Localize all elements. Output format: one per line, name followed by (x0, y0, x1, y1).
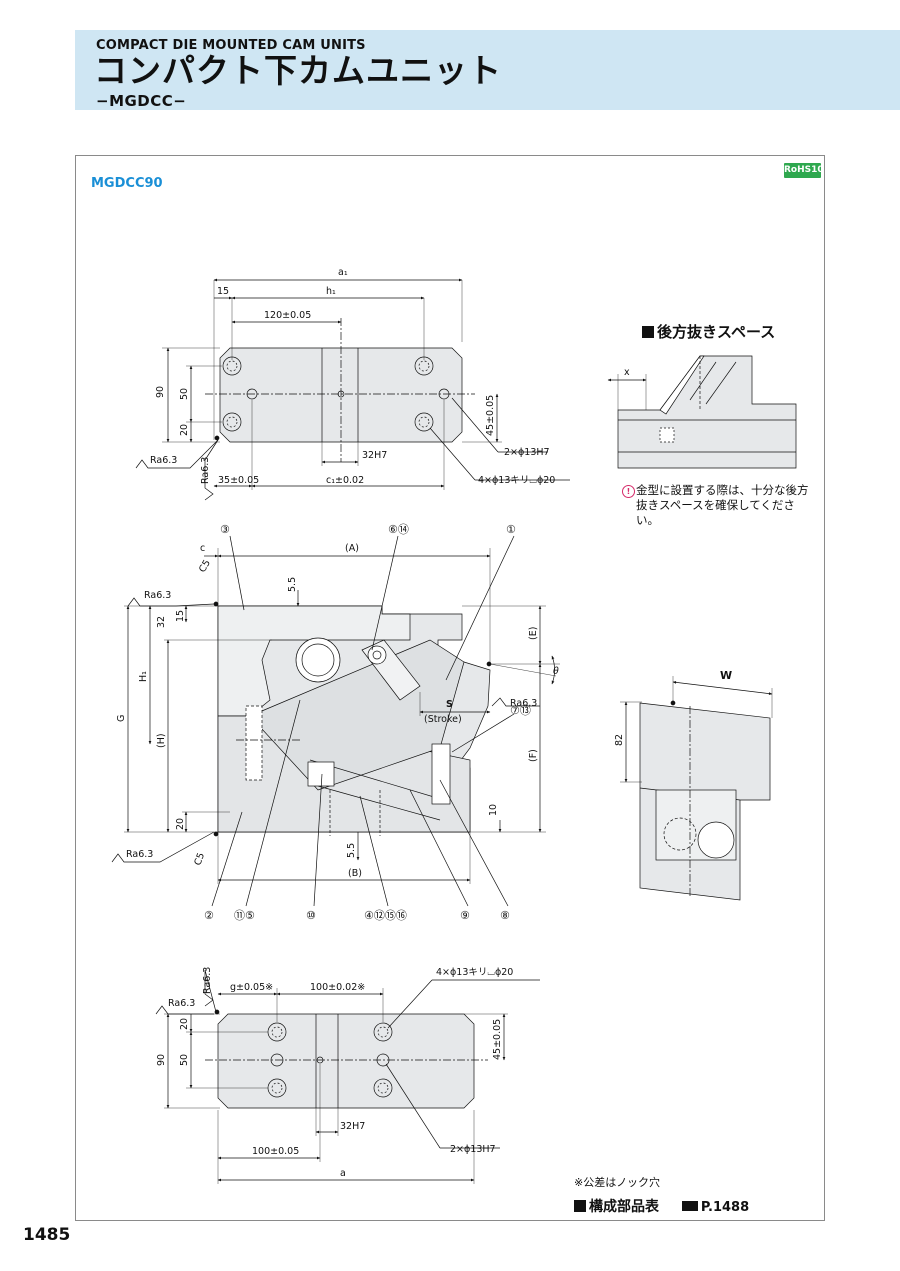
front-dim-G: G (116, 715, 127, 722)
front-dim-H1: H₁ (138, 671, 149, 682)
side-view (620, 676, 773, 901)
parts-page-ref[interactable]: P.1488 (681, 1200, 750, 1215)
top-dim-15: 15 (217, 286, 229, 297)
parts-list-label: 構成部品表 (589, 1199, 659, 1215)
side-dim-82: 82 (614, 734, 625, 746)
top-dim-a1: a₁ (338, 267, 348, 278)
back-space-note: ! 金型に設置する際は、十分な後方抜きスペースを確保してください。 (622, 483, 812, 528)
bottom-dim-50: 50 (179, 1054, 190, 1066)
bottom-dim-32h7: 32H7 (340, 1121, 365, 1132)
front-dim-c: c (200, 543, 205, 554)
balloon-11-5: ⑪⑤ (234, 909, 255, 922)
front-dim-A: (A) (345, 543, 359, 554)
balloon-2: ② (204, 909, 214, 922)
balloon-10: ⑩ (306, 909, 316, 922)
front-ra-1: Ra6.3 (144, 590, 171, 601)
balloon-6-14: ⑥⑭ (388, 523, 409, 536)
bottom-ra-2: Ra6.3 (168, 998, 195, 1009)
top-dim-32h7: 32H7 (362, 450, 387, 461)
rohs-badge: RoHS10 (784, 163, 824, 178)
header-subtitle-en: COMPACT DIE MOUNTED CAM UNITS (96, 38, 366, 53)
front-dim-H: (H) (156, 733, 167, 748)
top-dim-h1: h₁ (326, 286, 336, 297)
model-label: MGDCC90 (91, 176, 163, 191)
front-dim-20: 20 (175, 818, 186, 830)
top-dim-45: 45±0.05 (485, 395, 496, 436)
bottom-view (155, 969, 540, 1184)
balloon-1: ① (506, 523, 516, 536)
bottom-dim-100-05: 100±0.05 (252, 1146, 299, 1157)
back-space-note-text: 金型に設置する際は、十分な後方抜きスペースを確保してください。 (636, 483, 809, 527)
front-dim-E: (E) (528, 627, 539, 640)
page-number: 1485 (23, 1225, 71, 1245)
top-view (135, 278, 570, 501)
front-view (111, 535, 560, 907)
front-dim-F: (F) (528, 749, 539, 762)
square-bullet-icon (574, 1200, 586, 1212)
back-space-diagram (607, 355, 797, 469)
back-space-title: 後方抜きスペース (642, 321, 775, 342)
front-dim-c5-bottom: C5 (192, 851, 207, 867)
top-dim-2x13h7: 2×ϕ13H7 (504, 447, 550, 458)
front-dim-5-5-bottom: 5.5 (346, 843, 357, 858)
bottom-dim-4x13: 4×ϕ13キリ⌴ϕ20 (436, 967, 513, 978)
front-dim-5-5-top: 5.5 (287, 577, 298, 592)
page-reference-icon (681, 1201, 698, 1211)
front-dim-15: 15 (175, 610, 186, 622)
front-ra-3: Ra6.3 (510, 698, 537, 709)
top-dim-c1: c₁±0.02 (326, 475, 364, 486)
front-dim-10: 10 (488, 804, 499, 816)
front-dim-B: (B) (348, 868, 362, 879)
parts-page-ref-text: P.1488 (700, 1200, 750, 1215)
top-dim-90: 90 (155, 386, 166, 398)
top-dim-50: 50 (179, 388, 190, 400)
bottom-dim-90: 90 (156, 1054, 167, 1066)
parts-list-link[interactable]: 構成部品表 P.1488 (574, 1196, 749, 1216)
bottom-dim-100-02: 100±0.02※ (310, 982, 365, 993)
top-dim-20: 20 (179, 424, 190, 436)
front-dim-theta: θ (553, 666, 559, 677)
bottom-dim-a: a (340, 1168, 346, 1179)
page-header: COMPACT DIE MOUNTED CAM UNITS コンパクト下カムユニ… (75, 30, 900, 110)
drawing-frame (75, 155, 825, 1221)
header-title-jp: コンパクト下カムユニット (94, 51, 502, 90)
front-dim-32: 32 (156, 616, 167, 628)
bottom-dim-45: 45±0.05 (492, 1019, 503, 1060)
side-dim-w: W (720, 669, 732, 682)
front-dim-stroke: (Stroke) (424, 714, 462, 725)
front-ra-2: Ra6.3 (126, 849, 153, 860)
balloon-9: ⑨ (460, 909, 470, 922)
balloon-7-13: ⑦⑬ (510, 704, 531, 717)
back-space-x: x (624, 367, 630, 378)
front-dim-s: S (446, 699, 453, 710)
bottom-dim-2x13h7: 2×ϕ13H7 (450, 1144, 496, 1155)
header-model: −MGDCC− (96, 92, 187, 110)
top-ra-2: Ra6.3 (200, 457, 211, 484)
front-dim-c5-top: C5 (197, 558, 213, 574)
balloon-4-12-15-16: ④⑫⑮⑯ (364, 909, 407, 922)
bottom-dim-g: g±0.05※ (230, 982, 273, 993)
tolerance-note: ※公差はノック穴 (574, 1176, 660, 1189)
balloon-8: ⑧ (500, 909, 510, 922)
top-dim-120: 120±0.05 (264, 310, 311, 321)
bottom-ra-1: Ra6.3 (202, 967, 213, 994)
top-ra-1: Ra6.3 (150, 455, 177, 466)
balloon-3: ③ (220, 523, 230, 536)
bottom-dim-20: 20 (179, 1018, 190, 1030)
top-dim-35: 35±0.05 (218, 475, 259, 486)
top-dim-4x13: 4×ϕ13キリ⌴ϕ20 (478, 475, 555, 486)
warning-icon: ! (622, 485, 635, 498)
